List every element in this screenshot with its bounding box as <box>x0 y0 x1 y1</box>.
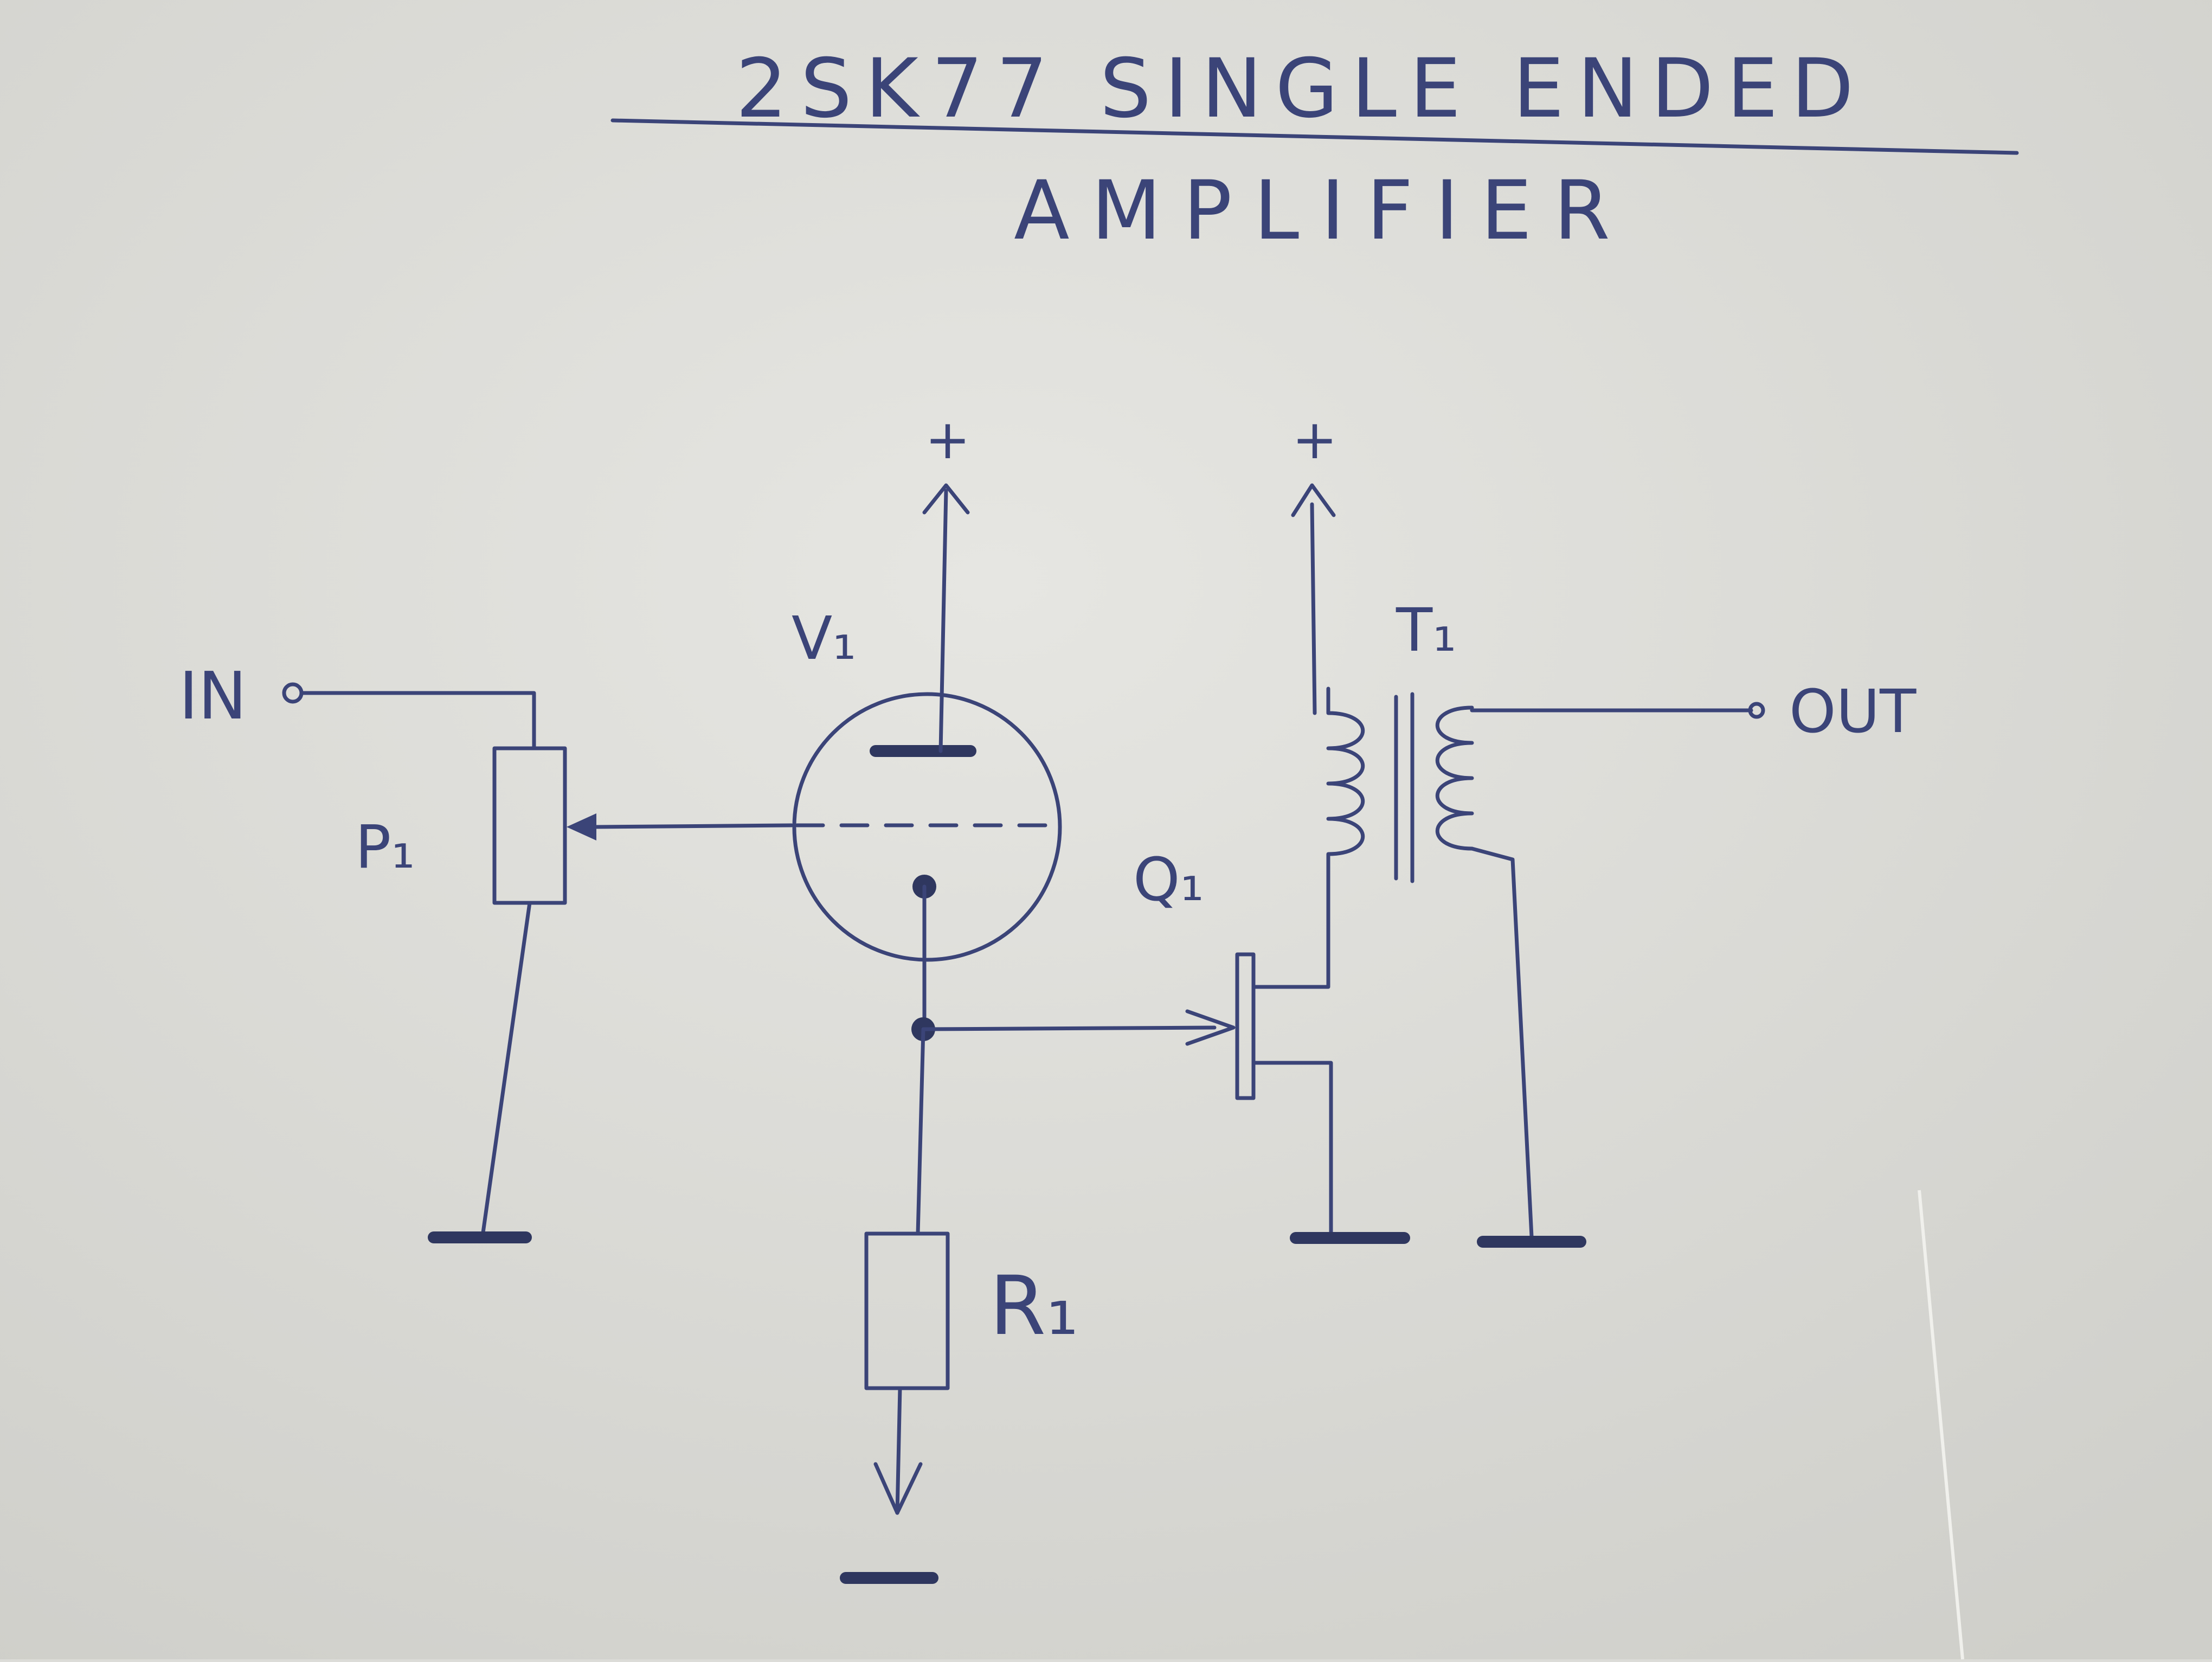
supply-arrow-transformer <box>1291 483 1336 517</box>
supply-label-transformer: + <box>1292 408 1338 471</box>
resistor-body <box>864 1231 950 1390</box>
supply-arrow-tube <box>922 483 970 515</box>
supply-label-tube: + <box>925 408 970 471</box>
tube-label: V₁ <box>792 604 856 673</box>
transformer-secondary-winding <box>1435 705 1474 851</box>
transistor-label: Q₁ <box>1133 845 1204 914</box>
output-terminal <box>1748 702 1765 719</box>
input-wire <box>299 691 536 750</box>
tube-envelope <box>792 692 1062 962</box>
gate-drive-wire <box>921 1025 1217 1031</box>
title-underline <box>610 118 2019 155</box>
potentiometer-label: P₁ <box>355 812 415 882</box>
transistor-source-lead <box>1251 1061 1333 1239</box>
input-label: IN <box>179 659 247 734</box>
secondary-ground-wire <box>1470 846 1534 1239</box>
potentiometer-wiper-arrow <box>567 813 596 840</box>
transistor-channel <box>1235 952 1256 1100</box>
transformer-supply-wire <box>1310 502 1317 715</box>
negative-supply-arrow <box>873 1462 923 1515</box>
cathode-to-resistor-wire <box>916 1027 925 1236</box>
paper-edge <box>1918 1190 1964 1660</box>
transformer-primary-winding <box>1326 686 1365 875</box>
resistor-supply-wire <box>895 1386 902 1515</box>
anode-supply-wire <box>938 489 948 753</box>
resistor-label: R₁ <box>989 1259 1078 1353</box>
transistor-drain-lead <box>1251 871 1330 989</box>
title-line-2: AMPLIFIER <box>1014 164 1632 258</box>
potentiometer-ground-wire <box>480 901 532 1239</box>
transformer-label: T₁ <box>1396 595 1456 665</box>
title-line-1: 2SK77 SINGLE ENDED <box>736 42 1867 136</box>
wiper-to-grid-wire <box>594 823 794 829</box>
output-label: OUT <box>1789 677 1917 746</box>
gate-arrow <box>1185 1009 1236 1046</box>
